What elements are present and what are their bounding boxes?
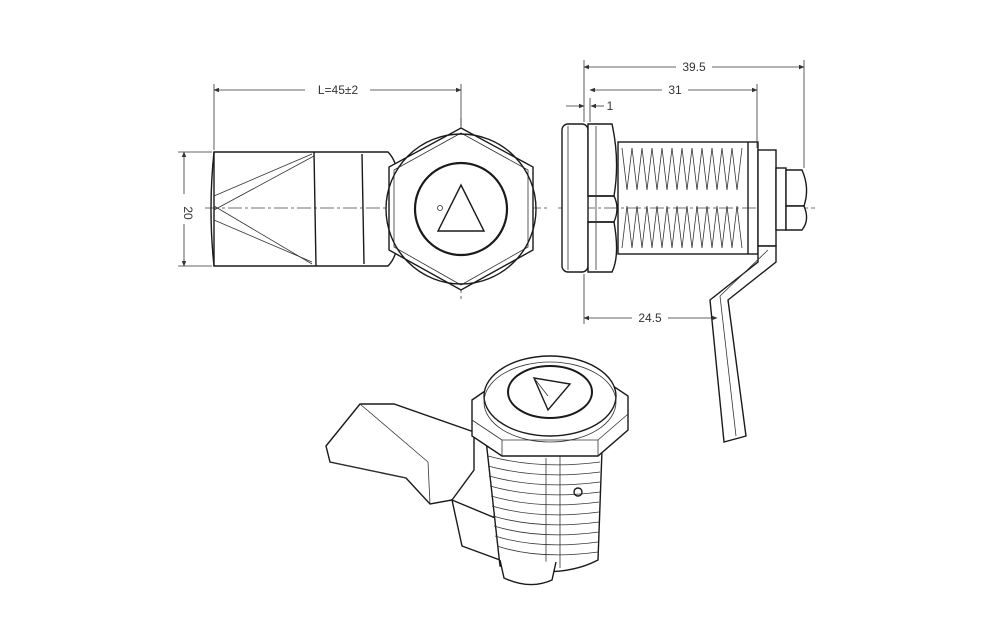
body-label: 31 bbox=[668, 83, 682, 97]
iso-face bbox=[483, 355, 617, 437]
height-label: 20 bbox=[181, 206, 195, 220]
cam-offset-label: 24.5 bbox=[638, 311, 662, 325]
overall-dimension: 39.5 bbox=[583, 60, 805, 168]
overall-label: 39.5 bbox=[682, 60, 706, 74]
cam-arm bbox=[709, 245, 777, 443]
length-dimension: L=45±2 bbox=[213, 83, 462, 150]
side-view: 39.5 31 1 24.5 bbox=[558, 60, 815, 443]
cam-offset-dimension: 24.5 bbox=[583, 274, 718, 325]
flange bbox=[561, 123, 589, 273]
hex-nut bbox=[385, 127, 537, 291]
flange-label: 1 bbox=[607, 99, 614, 113]
side-hex bbox=[587, 123, 618, 273]
triangle-key-icon bbox=[436, 183, 486, 232]
threaded-body bbox=[617, 141, 759, 255]
iso-bottom-nut bbox=[499, 559, 557, 586]
body-dimension: 31 bbox=[589, 83, 758, 148]
height-dimension: 20 bbox=[178, 151, 212, 267]
isometric-view bbox=[325, 355, 629, 586]
length-label: L=45±2 bbox=[318, 83, 359, 97]
flange-dimension: 1 bbox=[566, 98, 614, 122]
iso-threads bbox=[487, 455, 601, 568]
iso-triangle-key-icon bbox=[532, 377, 572, 412]
end-nut bbox=[757, 149, 808, 247]
front-view: L=45±2 20 bbox=[178, 83, 548, 300]
handle-body bbox=[210, 151, 399, 267]
iso-cam-arm bbox=[325, 403, 475, 505]
